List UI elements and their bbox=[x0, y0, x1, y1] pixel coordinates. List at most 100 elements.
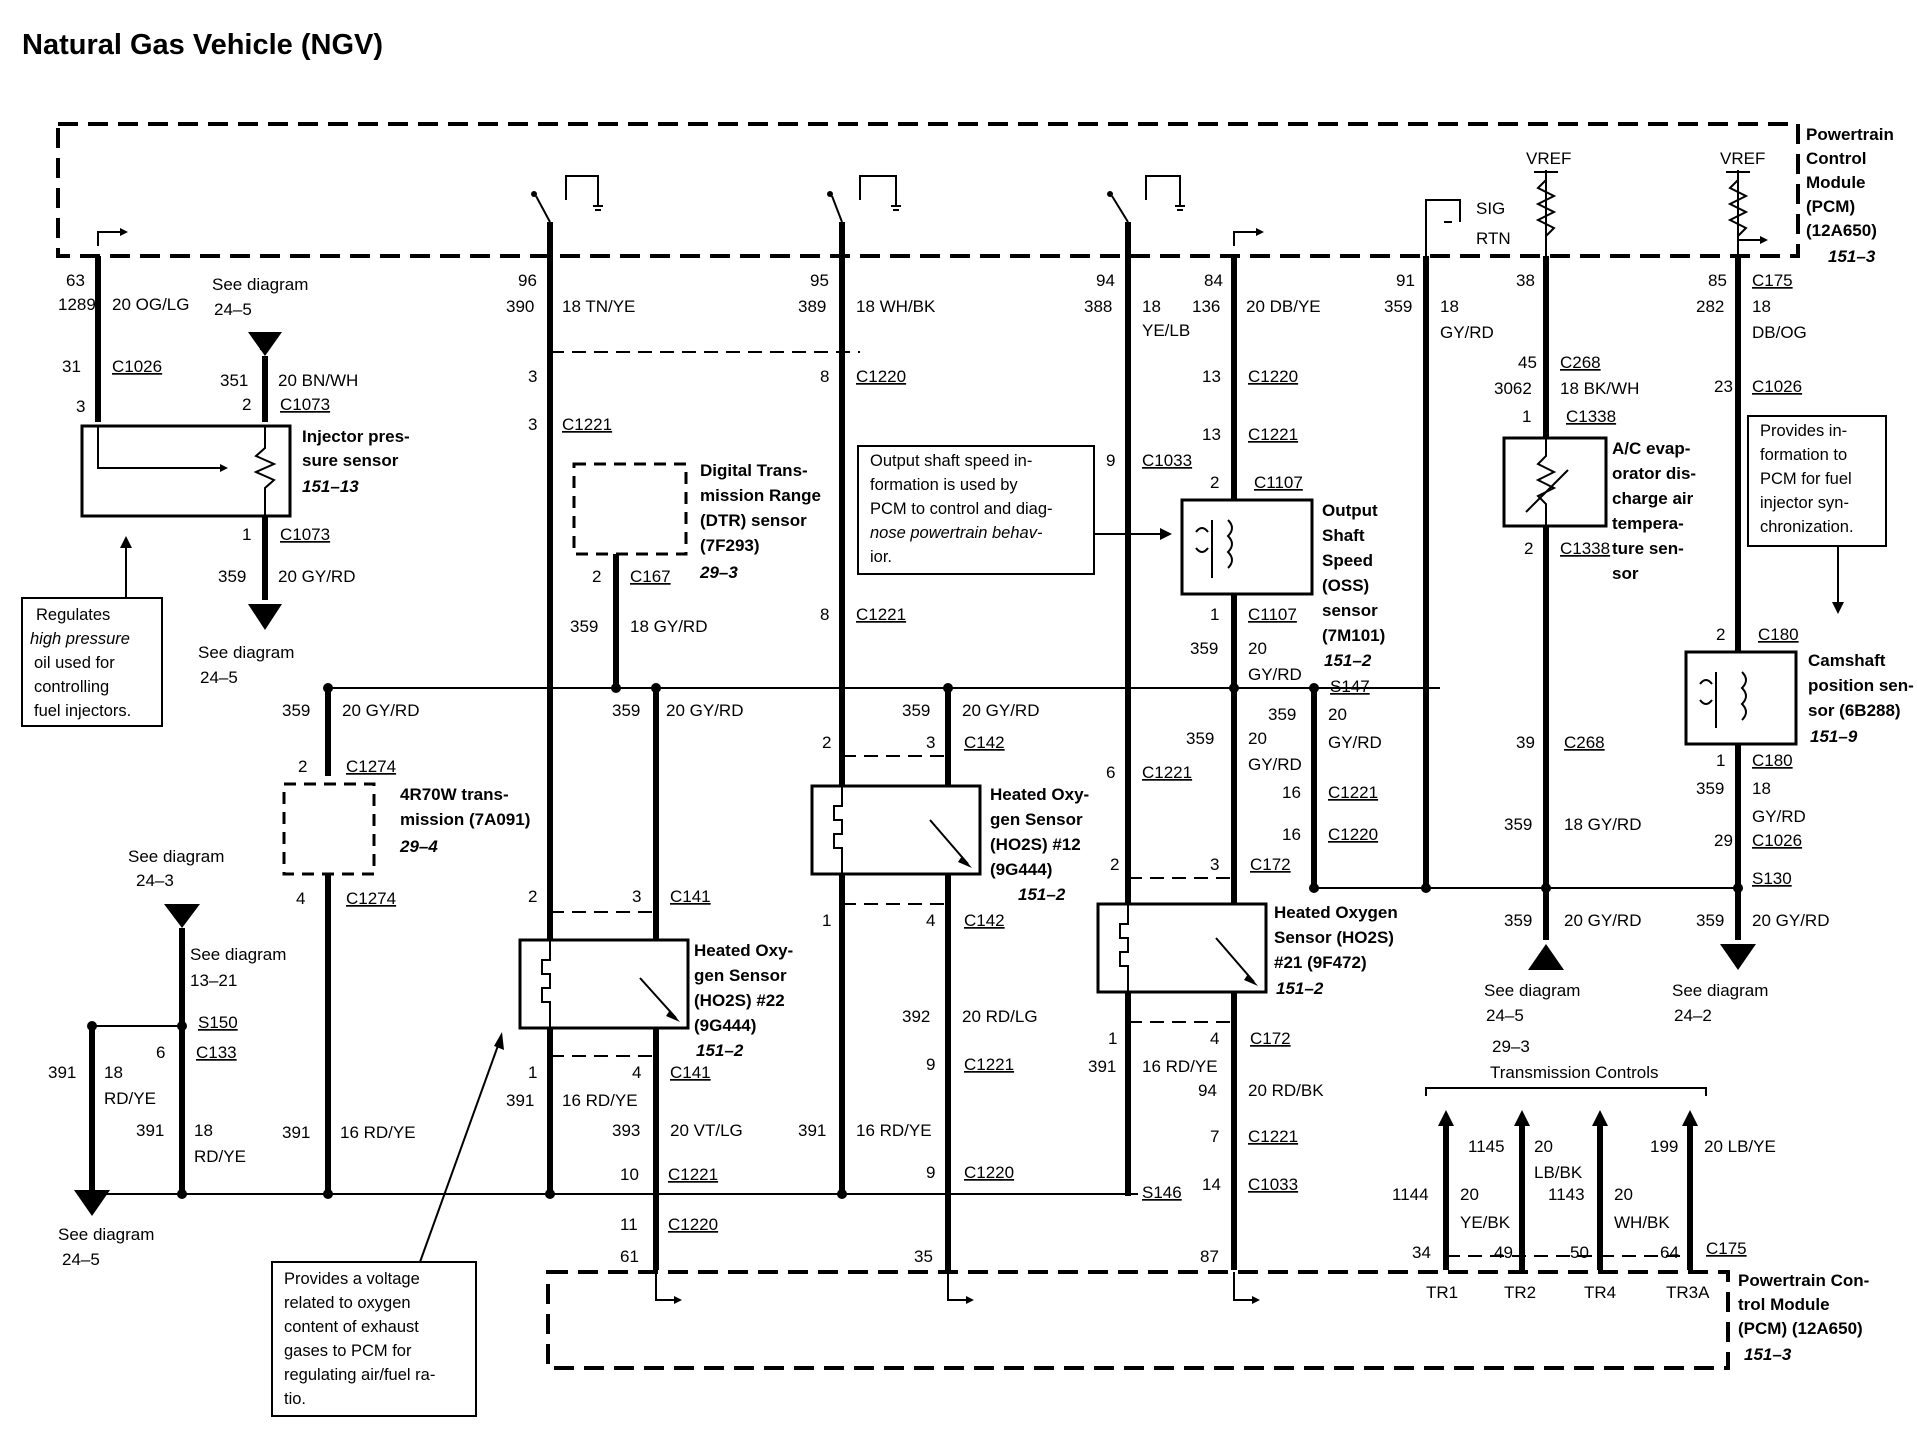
connector-h-icon bbox=[74, 1190, 110, 1216]
svg-text:45: 45 bbox=[1518, 353, 1537, 372]
svg-text:16 RD/YE: 16 RD/YE bbox=[856, 1121, 932, 1140]
svg-text:C1107: C1107 bbox=[1254, 473, 1303, 492]
svg-text:16: 16 bbox=[1282, 783, 1301, 802]
svg-text:gen Sensor: gen Sensor bbox=[990, 810, 1083, 829]
dtr-sensor: Digital Trans- mission Range (DTR) senso… bbox=[570, 461, 821, 693]
svg-text:Heated Oxygen: Heated Oxygen bbox=[1274, 903, 1398, 922]
svg-text:C1033: C1033 bbox=[1248, 1175, 1298, 1194]
svg-text:151–2: 151–2 bbox=[1276, 979, 1324, 998]
ho2s-12: 359 20 GY/RD 2 3 C142 Heated Oxy- gen Se… bbox=[798, 683, 1089, 1304]
svg-text:91: 91 bbox=[1396, 271, 1415, 290]
camshaft-sensor: VREF 85 C175 282 18 DB/OG 23 C1026 2 C18… bbox=[1672, 149, 1914, 1025]
svg-text:Camshaft: Camshaft bbox=[1808, 651, 1886, 670]
svg-text:31: 31 bbox=[62, 357, 81, 376]
svg-text:C1107: C1107 bbox=[1248, 605, 1297, 624]
svg-text:C268: C268 bbox=[1564, 733, 1605, 752]
svg-text:M: M bbox=[1731, 947, 1743, 963]
svg-text:151–13: 151–13 bbox=[302, 477, 359, 496]
svg-text:C167: C167 bbox=[630, 567, 671, 586]
svg-text:TR3A: TR3A bbox=[1666, 1283, 1710, 1302]
svg-text:H: H bbox=[85, 1193, 95, 1209]
svg-text:20: 20 bbox=[1614, 1185, 1633, 1204]
svg-text:50: 50 bbox=[1570, 1243, 1589, 1262]
svg-text:24–5: 24–5 bbox=[62, 1250, 100, 1269]
svg-text:C133: C133 bbox=[196, 1043, 237, 1062]
svg-text:C1274: C1274 bbox=[346, 757, 396, 776]
svg-text:359: 359 bbox=[1696, 779, 1724, 798]
svg-text:PCM to control and diag-: PCM to control and diag- bbox=[870, 500, 1053, 518]
svg-text:nose powertrain behav-: nose powertrain behav- bbox=[870, 524, 1043, 542]
svg-text:20 VT/LG: 20 VT/LG bbox=[670, 1121, 743, 1140]
svg-text:392: 392 bbox=[902, 1007, 930, 1026]
svg-text:C1221: C1221 bbox=[1142, 763, 1192, 782]
svg-text:94: 94 bbox=[1198, 1081, 1217, 1100]
svg-text:35: 35 bbox=[914, 1247, 933, 1266]
svg-text:16: 16 bbox=[1282, 825, 1301, 844]
svg-text:20 DB/YE: 20 DB/YE bbox=[1246, 297, 1321, 316]
svg-text:4: 4 bbox=[1210, 1029, 1219, 1048]
svg-text:136: 136 bbox=[1192, 297, 1220, 316]
svg-text:injector syn-: injector syn- bbox=[1760, 494, 1849, 512]
svg-text:2: 2 bbox=[592, 567, 601, 586]
connector-j-icon bbox=[1528, 944, 1564, 970]
svg-text:1143: 1143 bbox=[1548, 1185, 1585, 1204]
svg-text:10: 10 bbox=[620, 1165, 639, 1184]
svg-text:18: 18 bbox=[1440, 297, 1459, 316]
svg-text:C1338: C1338 bbox=[1566, 407, 1616, 426]
ho2s-22: 359 20 GY/RD 2 3 C141 Heated Oxy- gen Se… bbox=[506, 683, 793, 1304]
svg-text:SIG: SIG bbox=[1476, 199, 1505, 218]
svg-text:K: K bbox=[259, 609, 269, 625]
svg-text:20 RD/LG: 20 RD/LG bbox=[962, 1007, 1038, 1026]
svg-text:Provides in-: Provides in- bbox=[1760, 422, 1847, 440]
svg-text:(7M101): (7M101) bbox=[1322, 626, 1385, 645]
svg-text:20: 20 bbox=[1248, 729, 1267, 748]
svg-text:gases to PCM for: gases to PCM for bbox=[284, 1342, 412, 1360]
pcm-top-label: Powertrain Control Module (PCM) (12A650)… bbox=[1806, 125, 1894, 266]
svg-text:1: 1 bbox=[822, 911, 831, 930]
svg-text:1145: 1145 bbox=[1468, 1137, 1505, 1156]
splice-s147: S147 359 20 GY/RD 359 20 GY/RD 16 C1221 … bbox=[1186, 677, 1382, 893]
page-title: Natural Gas Vehicle (NGV) bbox=[22, 29, 383, 61]
svg-text:393: 393 bbox=[612, 1121, 640, 1140]
svg-text:20 GY/RD: 20 GY/RD bbox=[342, 701, 419, 720]
svg-text:(HO2S) #12: (HO2S) #12 bbox=[990, 835, 1081, 854]
svg-text:391: 391 bbox=[282, 1123, 310, 1142]
svg-text:20 GY/RD: 20 GY/RD bbox=[1752, 911, 1829, 930]
svg-text:C1221: C1221 bbox=[1328, 783, 1378, 802]
svg-text:TR2: TR2 bbox=[1504, 1283, 1536, 1302]
svg-text:C1073: C1073 bbox=[280, 395, 330, 414]
svg-text:29–3: 29–3 bbox=[1492, 1037, 1530, 1056]
svg-text:20: 20 bbox=[1328, 705, 1347, 724]
svg-text:Output: Output bbox=[1322, 501, 1378, 520]
svg-text:mission (7A091): mission (7A091) bbox=[400, 810, 530, 829]
svg-text:84: 84 bbox=[1204, 271, 1223, 290]
svg-text:(9G444): (9G444) bbox=[694, 1016, 756, 1035]
svg-text:VREF: VREF bbox=[1720, 149, 1765, 168]
svg-text:1: 1 bbox=[528, 1063, 537, 1082]
svg-text:GY/RD: GY/RD bbox=[1248, 665, 1302, 684]
svg-text:RD/YE: RD/YE bbox=[104, 1089, 156, 1108]
svg-text:controlling: controlling bbox=[34, 678, 109, 696]
svg-text:4R70W trans-: 4R70W trans- bbox=[400, 785, 509, 804]
svg-text:2: 2 bbox=[822, 733, 831, 752]
svg-text:4: 4 bbox=[632, 1063, 641, 1082]
svg-text:3: 3 bbox=[926, 733, 935, 752]
svg-text:A/C evap-: A/C evap- bbox=[1612, 439, 1690, 458]
svg-text:388: 388 bbox=[1084, 297, 1112, 316]
svg-text:390: 390 bbox=[506, 297, 534, 316]
svg-text:C1221: C1221 bbox=[1248, 425, 1298, 444]
svg-text:GY/RD: GY/RD bbox=[1248, 755, 1302, 774]
svg-text:Injector pres-: Injector pres- bbox=[302, 427, 410, 446]
svg-text:C1220: C1220 bbox=[856, 367, 906, 386]
svg-text:2: 2 bbox=[1110, 855, 1119, 874]
svg-text:359: 359 bbox=[570, 617, 598, 636]
svg-text:C1026: C1026 bbox=[112, 357, 162, 376]
svg-text:RTN: RTN bbox=[1476, 229, 1511, 248]
svg-text:#21 (9F472): #21 (9F472) bbox=[1274, 953, 1367, 972]
svg-text:See diagram: See diagram bbox=[198, 643, 294, 662]
svg-text:359: 359 bbox=[1504, 815, 1532, 834]
svg-text:6: 6 bbox=[156, 1043, 165, 1062]
svg-text:2: 2 bbox=[298, 757, 307, 776]
svg-text:96: 96 bbox=[518, 271, 537, 290]
svg-text:2: 2 bbox=[1210, 473, 1219, 492]
